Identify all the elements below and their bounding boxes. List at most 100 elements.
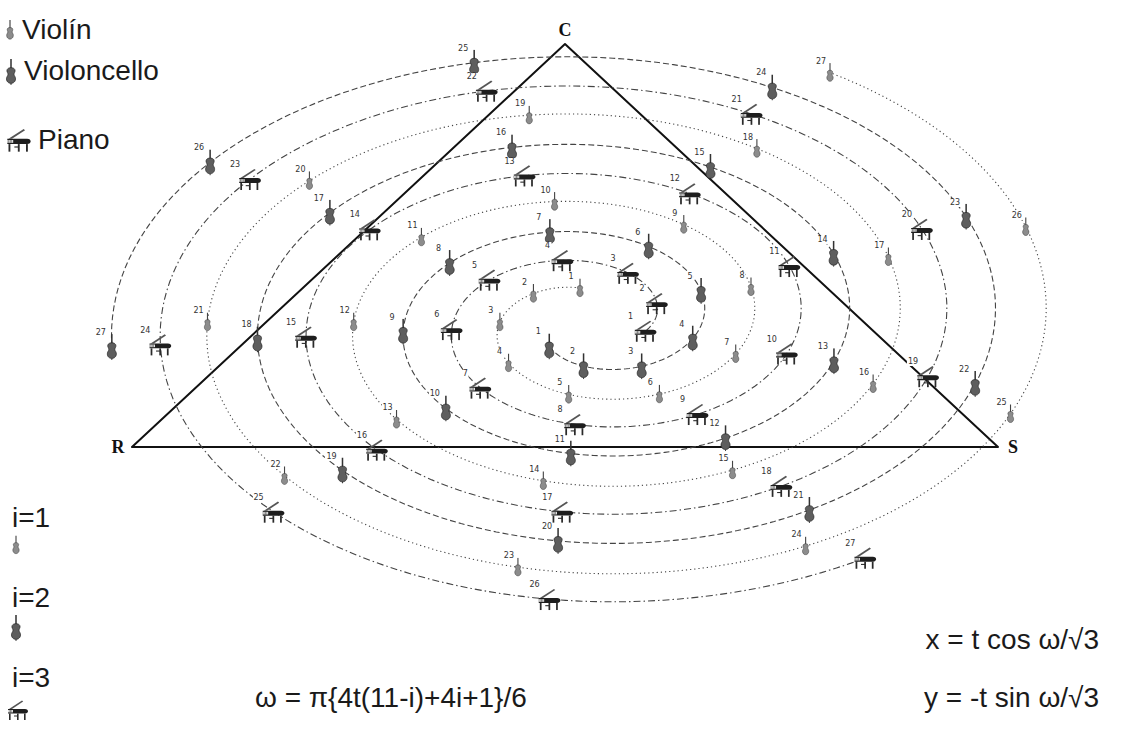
instrument-icon xyxy=(393,410,399,428)
instrument-icon xyxy=(497,313,503,331)
callout-number: 24 xyxy=(791,531,803,539)
instrument-icon xyxy=(644,234,653,260)
formula-text: x = t cos ω/√3 xyxy=(926,626,1099,654)
callout-number: 26 xyxy=(193,144,205,152)
callout-number: 16 xyxy=(858,369,870,377)
legend-icons xyxy=(6,20,30,720)
instrument-icon xyxy=(551,192,557,210)
callout-number: 16 xyxy=(495,129,507,137)
instrument-icon xyxy=(239,169,261,190)
callout-number: 9 xyxy=(679,396,686,404)
instrument-icon xyxy=(656,385,662,403)
instrument-icon xyxy=(646,293,668,314)
callout-number: 15 xyxy=(693,149,705,157)
callout-number: 9 xyxy=(671,210,678,218)
instrument-icon xyxy=(566,385,572,403)
callout-number: 21 xyxy=(192,307,204,315)
instrument-icon xyxy=(854,548,876,569)
callout-number: 14 xyxy=(817,236,829,244)
callout-number: 10 xyxy=(540,187,552,195)
callout-number: 3 xyxy=(487,307,494,315)
instrument-icon xyxy=(263,502,285,523)
instrument-icon xyxy=(470,50,479,76)
callout-number: 14 xyxy=(349,211,361,219)
callout-number: 6 xyxy=(433,311,440,319)
instrument-icon xyxy=(779,256,801,277)
instrument-icon xyxy=(917,366,939,387)
instrument-icon xyxy=(253,326,262,352)
instrument-icon xyxy=(802,537,808,555)
legend-text: Violín xyxy=(22,16,92,44)
instrument-icon xyxy=(107,334,116,360)
spiral-paths xyxy=(111,57,1046,602)
callout-number: 19 xyxy=(907,358,919,366)
callout-number: 11 xyxy=(554,436,566,444)
callout-number: 12 xyxy=(669,175,681,183)
callout-number: 19 xyxy=(514,100,526,108)
instrument-icon xyxy=(204,313,210,331)
instrument-icon xyxy=(325,200,334,226)
instrument-icon xyxy=(748,277,754,295)
callout-number: 21 xyxy=(792,492,804,500)
callout-number: 23 xyxy=(229,161,241,169)
callout-number: 2 xyxy=(521,279,528,287)
callout-number: 10 xyxy=(766,336,778,344)
instrument-icon xyxy=(306,171,312,189)
callout-number: 3 xyxy=(610,255,617,263)
callout-number: 24 xyxy=(755,69,767,77)
callout-number: 5 xyxy=(556,379,563,387)
instrument-icon xyxy=(885,247,891,265)
legend-icon xyxy=(7,129,30,152)
callout-number: 26 xyxy=(528,581,540,589)
callout-number: 14 xyxy=(528,466,540,474)
callout-number: 15 xyxy=(285,319,297,327)
callout-number: 13 xyxy=(504,158,516,166)
spiral-path xyxy=(160,86,947,602)
callout-number: 2 xyxy=(569,348,576,356)
instrument-icon xyxy=(479,270,501,291)
legend-text: Violoncello xyxy=(24,57,159,85)
callout-number: 27 xyxy=(815,58,827,66)
callout-number: 25 xyxy=(457,45,469,53)
callout-number: 19 xyxy=(325,453,337,461)
instrument-icon xyxy=(962,204,971,230)
instrument-icon xyxy=(551,502,573,523)
instrument-icon xyxy=(829,348,838,374)
instrument-icon xyxy=(552,250,574,271)
callout-number: 15 xyxy=(717,455,729,463)
callout-number: 17 xyxy=(541,494,553,502)
legend-icon xyxy=(7,20,14,39)
instrument-icon xyxy=(418,228,424,246)
vertex-label: R xyxy=(110,438,127,456)
instrument-icon xyxy=(911,219,933,240)
legend-icon xyxy=(8,701,28,721)
callout-number: 1 xyxy=(535,328,542,336)
callout-number: 22 xyxy=(466,73,478,81)
instrument-icon xyxy=(366,440,388,461)
instrument-icon xyxy=(206,149,215,175)
instrument-icon xyxy=(771,476,793,497)
legend-text: i=2 xyxy=(12,584,50,612)
callout-number: 17 xyxy=(873,242,885,250)
callout-number: 12 xyxy=(708,420,720,428)
instrument-icon xyxy=(579,353,588,379)
instrument-icon xyxy=(687,404,709,425)
legend-icon xyxy=(6,59,15,85)
instrument-icon xyxy=(399,319,408,345)
callout-number: 5 xyxy=(687,273,694,281)
instrument-icon xyxy=(540,471,546,489)
callout-number: 8 xyxy=(557,406,564,414)
instrument-icon xyxy=(150,334,172,355)
callout-number: 1 xyxy=(627,313,634,321)
instrument-icon xyxy=(805,497,814,523)
instrument-icon xyxy=(526,106,532,124)
instrument-icon xyxy=(706,154,715,180)
instrument-icon xyxy=(688,326,697,352)
callout-number: 17 xyxy=(313,195,325,203)
instrument-icon xyxy=(729,461,735,479)
instrument-icon xyxy=(577,278,583,296)
callout-number: 3 xyxy=(627,348,634,356)
instrument-icon xyxy=(679,183,701,204)
instrument-icon xyxy=(971,371,980,397)
